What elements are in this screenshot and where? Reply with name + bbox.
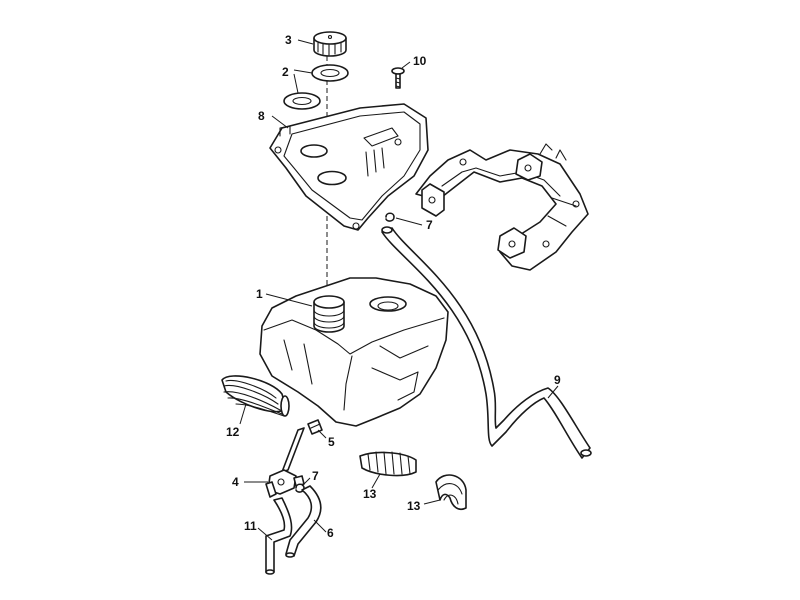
tank-cover <box>269 103 429 231</box>
callout-12: 12 <box>226 425 240 439</box>
corrugated-sleeve <box>221 375 290 417</box>
fuel-tap <box>265 427 305 498</box>
callout-10: 10 <box>413 54 427 68</box>
hose-spring <box>359 451 417 477</box>
callout-5: 5 <box>328 435 335 449</box>
leader-11 <box>257 527 273 541</box>
leader-12 <box>239 403 247 425</box>
frame-bracket <box>415 143 589 271</box>
callout-9: 9 <box>554 373 561 387</box>
callout-4: 4 <box>232 475 239 489</box>
callout-7-upper: 7 <box>426 218 433 232</box>
callout-8: 8 <box>258 109 265 123</box>
callout-13-right: 13 <box>407 499 421 513</box>
leader-3 <box>297 39 314 45</box>
callout-1: 1 <box>256 287 263 301</box>
callout-11: 11 <box>244 519 257 533</box>
leader-5 <box>317 429 327 439</box>
leader-1 <box>265 293 313 307</box>
callout-13-left: 13 <box>363 487 377 501</box>
fuel-hose-long <box>265 497 293 575</box>
callout-6: 6 <box>327 526 334 540</box>
leader-6 <box>313 519 327 533</box>
callout-3: 3 <box>285 33 292 47</box>
leader-8 <box>271 115 289 129</box>
vent-hose <box>381 226 592 459</box>
leader-2b <box>293 73 299 94</box>
leader-13b <box>423 499 441 505</box>
leader-13a <box>371 473 381 489</box>
leader-9 <box>547 385 559 399</box>
fuel-tank <box>259 277 449 427</box>
callout-7-lower: 7 <box>312 469 319 483</box>
callout-2: 2 <box>282 65 289 79</box>
hose-clamp <box>435 474 467 511</box>
seal-ring-upper <box>311 64 349 82</box>
hose-clip-upper <box>385 212 395 222</box>
fuel-hose-short <box>285 485 322 558</box>
leader-2a <box>293 69 313 74</box>
seal-ring-lower <box>283 92 321 110</box>
leader-7a <box>395 217 423 226</box>
leader-7b <box>301 477 311 487</box>
fuel-cap <box>313 31 347 57</box>
leader-10 <box>401 61 411 69</box>
screw <box>391 67 405 89</box>
